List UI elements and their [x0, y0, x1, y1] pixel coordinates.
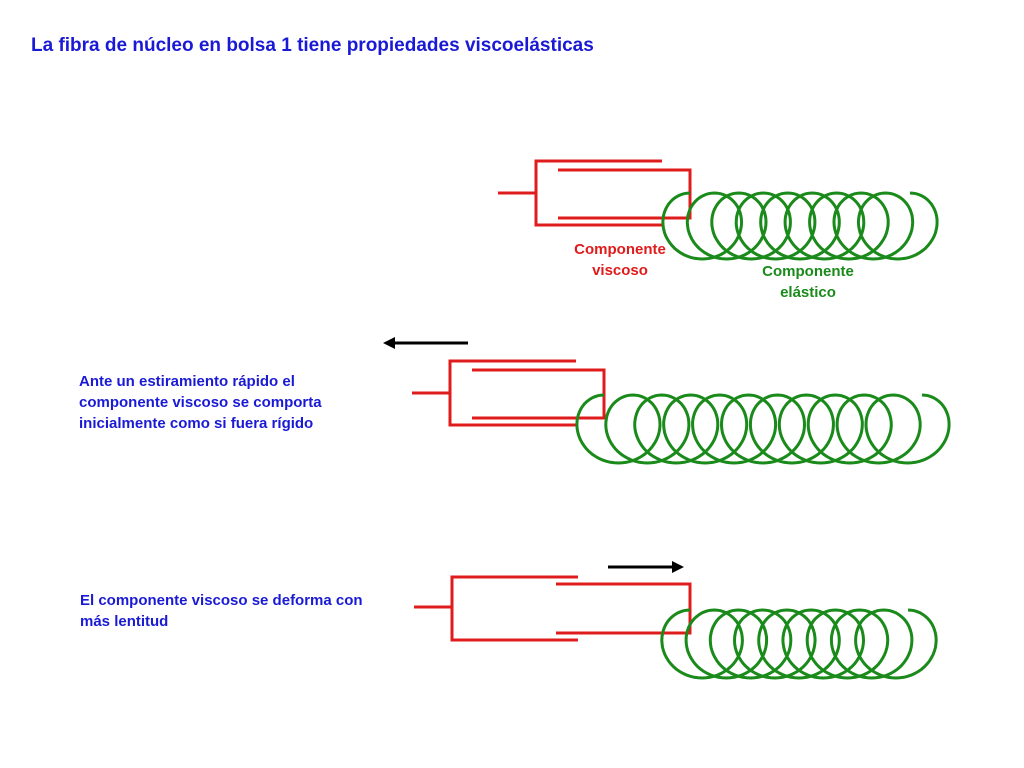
- left-arrow-icon: [383, 337, 468, 349]
- model-rest: [498, 159, 939, 261]
- viscous-component-label: Componente viscoso: [574, 241, 666, 279]
- model-rapid-stretch: [383, 337, 951, 465]
- model-slow-deform: [414, 561, 938, 680]
- slide-title: La fibra de núcleo en bolsa 1 tiene prop…: [31, 35, 594, 56]
- elastic-component-label: Componente elástico: [762, 263, 854, 301]
- dashpot-rapid: [412, 359, 606, 427]
- spring-stretched: [575, 393, 951, 465]
- dashpot-rest: [498, 159, 692, 227]
- slow-deform-description: El componente viscoso se deforma con más…: [80, 592, 363, 630]
- rapid-stretch-description: Ante un estiramiento rápido el component…: [79, 373, 322, 432]
- dashpot-deformed: [414, 575, 692, 642]
- spring-rest: [661, 191, 939, 261]
- spring-deformed: [660, 608, 938, 680]
- right-arrow-icon: [608, 561, 684, 573]
